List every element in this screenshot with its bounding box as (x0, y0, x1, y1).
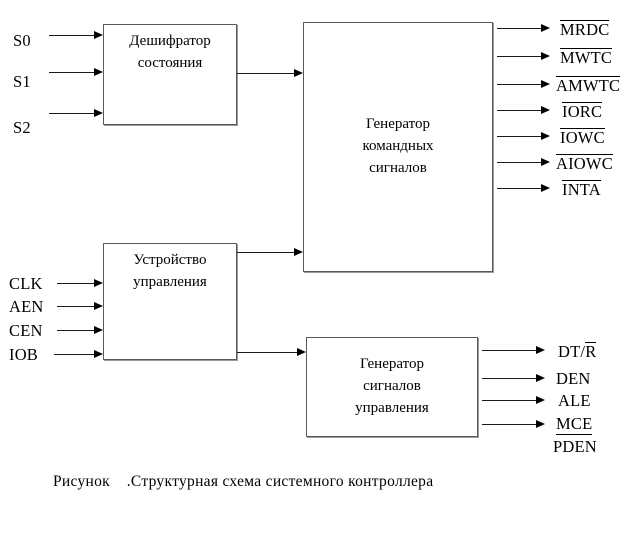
arrowhead-input-cen (94, 325, 103, 334)
output-label-iowc: IOWC (560, 128, 605, 147)
arrowhead-input-s2 (94, 108, 103, 117)
wire-output-aiowc (497, 162, 543, 163)
arrowhead-output-den (536, 373, 545, 382)
arrowhead-output-inta (541, 183, 550, 192)
output-label-dtr-prefix: DT/ (558, 342, 586, 361)
block-control-unit-line1: Устройство (133, 252, 207, 268)
output-label-mce-text: MCE (556, 414, 593, 435)
output-label-iowc-text: IOWC (560, 128, 605, 147)
arrowhead-output-iorc (541, 105, 550, 114)
wire-output-dtr (482, 350, 538, 351)
block-command-generator: Генератор командных сигналов (303, 22, 493, 272)
block-control-generator-line1: Генератор (360, 356, 424, 373)
output-label-pden: PDEN (553, 437, 597, 456)
input-label-s1: S1 (13, 72, 31, 91)
wire-decoder-to-command-generator (237, 73, 297, 74)
wire-output-inta (497, 188, 543, 189)
output-label-dtr-bar: R (585, 342, 597, 361)
wire-input-s1 (49, 72, 95, 73)
output-label-iorc-text: IORC (562, 102, 603, 121)
arrowhead-input-s0 (94, 30, 103, 39)
wire-input-clk (57, 283, 95, 284)
wire-control-unit-to-command-generator (237, 252, 297, 253)
input-label-s0: S0 (13, 31, 31, 50)
output-label-mrdc: MRDC (560, 20, 610, 39)
wire-output-iorc (497, 110, 543, 111)
arrowhead-input-clk (94, 278, 103, 287)
arrowhead-output-amwtc (541, 79, 550, 88)
output-label-ale: ALE (558, 391, 591, 410)
wire-output-iowc (497, 136, 543, 137)
output-label-iorc: IORC (562, 102, 603, 121)
output-label-aiowc: AIOWC (556, 154, 613, 173)
block-state-decoder-line1: Дешифратор (129, 33, 211, 49)
wire-input-s0 (49, 35, 95, 36)
wire-output-mrdc (497, 28, 543, 29)
block-command-generator-line2: командных (362, 138, 434, 155)
block-command-generator-line3: сигналов (369, 159, 427, 176)
block-state-decoder: Дешифратор состояния (103, 24, 237, 125)
arrowhead-output-dtr (536, 345, 545, 354)
input-label-s2: S2 (13, 118, 31, 137)
arrowhead-output-iowc (541, 131, 550, 140)
output-label-dtr: DT/R (558, 342, 597, 361)
output-label-inta-text: INTA (562, 180, 601, 199)
block-control-generator: Генератор сигналов управления (306, 337, 478, 437)
wire-input-s2 (49, 113, 95, 114)
arrowhead-output-ale (536, 395, 545, 404)
block-control-unit: Устройство управления (103, 243, 237, 360)
wire-input-cen (57, 330, 95, 331)
arrowhead-control-unit-to-control-generator (297, 347, 306, 356)
arrowhead-input-iob (94, 349, 103, 358)
wire-input-aen (57, 306, 95, 307)
output-label-amwtc-text: AMWTC (556, 76, 621, 95)
wire-output-mwtc (497, 56, 543, 57)
block-control-generator-line3: управления (355, 399, 429, 416)
output-label-mce: MCE (556, 414, 593, 435)
arrowhead-output-aiowc (541, 157, 550, 166)
input-label-iob: IOB (9, 345, 39, 364)
block-command-generator-line1: Генератор (366, 116, 430, 133)
wire-output-mce (482, 424, 538, 425)
arrowhead-decoder-to-command-generator (294, 68, 303, 77)
block-control-unit-line2: управления (133, 273, 207, 290)
input-label-clk: CLK (9, 274, 43, 293)
arrowhead-input-s1 (94, 67, 103, 76)
block-state-decoder-line2: состояния (137, 54, 203, 71)
arrowhead-output-mce (536, 419, 545, 428)
arrowhead-output-mrdc (541, 23, 550, 32)
output-label-mwtc-text: MWTC (560, 48, 613, 67)
output-label-inta: INTA (562, 180, 601, 199)
arrowhead-output-mwtc (541, 51, 550, 60)
arrowhead-input-aen (94, 301, 103, 310)
block-control-generator-line2: сигналов (363, 378, 421, 395)
wire-control-unit-to-control-generator (237, 352, 300, 353)
arrowhead-control-unit-to-command-generator (294, 247, 303, 256)
output-label-mrdc-text: MRDC (560, 20, 610, 39)
output-label-mwtc: MWTC (560, 48, 613, 67)
output-label-amwtc: AMWTC (556, 76, 621, 95)
output-label-aiowc-text: AIOWC (556, 154, 613, 173)
input-label-aen: AEN (9, 297, 44, 316)
figure-caption: Рисунок .Структурная схема системного ко… (53, 473, 434, 490)
wire-output-amwtc (497, 84, 543, 85)
wire-input-iob (54, 354, 95, 355)
wire-output-den (482, 378, 538, 379)
input-label-cen: CEN (9, 321, 43, 340)
wire-output-ale (482, 400, 538, 401)
output-label-den: DEN (556, 369, 591, 388)
